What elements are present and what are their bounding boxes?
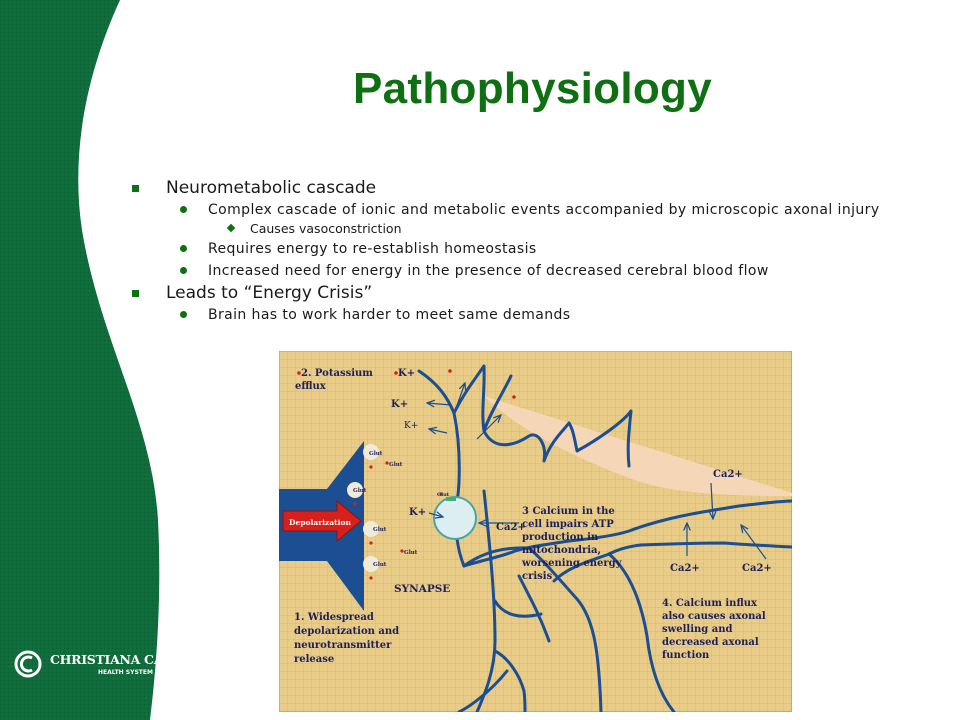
diamond-bullet-icon bbox=[226, 223, 236, 233]
step4-line: function bbox=[662, 650, 710, 661]
vesicle bbox=[347, 482, 363, 498]
round-bullet-icon bbox=[180, 245, 187, 252]
label-depolarization: Depolarization bbox=[289, 518, 351, 527]
ion-arrows bbox=[427, 383, 767, 560]
arrow-k-efflux-3 bbox=[429, 429, 448, 433]
red-dot bbox=[448, 369, 452, 373]
vesicle bbox=[363, 556, 379, 572]
bullet-text: Leads to “Energy Crisis” bbox=[166, 283, 373, 303]
red-dot bbox=[512, 395, 516, 399]
label-ca-mito: Ca2+ bbox=[496, 522, 526, 533]
step1-caption: 1. Widespread depolarization and neurotr… bbox=[294, 612, 399, 665]
bullet-energy-crisis: Leads to “Energy Crisis” bbox=[130, 283, 890, 304]
step3-line: 3 Calcium in the bbox=[522, 506, 615, 517]
label-potassium-efflux-2: efflux bbox=[295, 381, 327, 392]
step1-line: neurotransmitter bbox=[294, 640, 392, 651]
label-ca-vessel: Ca2+ bbox=[713, 469, 743, 480]
red-dot bbox=[369, 541, 373, 545]
sub-bullet-text: Requires energy to re-establish homeosta… bbox=[208, 241, 537, 257]
logo-subtitle: HEALTH SYSTEM bbox=[98, 669, 153, 676]
round-bullet-icon bbox=[180, 206, 187, 213]
red-dot bbox=[369, 576, 373, 580]
step3-line: crisis bbox=[522, 571, 553, 582]
label-glut: Glut bbox=[373, 527, 387, 533]
step4-caption: 4. Calcium influx also causes axonal swe… bbox=[662, 598, 766, 661]
glut-receptor bbox=[446, 497, 456, 501]
vesicles bbox=[347, 444, 379, 572]
sub-sub-bullet-text: Causes vasoconstriction bbox=[250, 221, 402, 236]
arrow-ca-influx-2 bbox=[741, 525, 767, 560]
step4-line: swelling and bbox=[662, 624, 732, 635]
vesicle bbox=[363, 521, 379, 537]
red-dot bbox=[297, 371, 301, 375]
label-glut: Glut bbox=[389, 462, 403, 468]
round-bullet-icon bbox=[180, 311, 187, 318]
bullet-list: Neurometabolic cascade Complex cascade o… bbox=[130, 178, 890, 323]
arrow-k-efflux-2 bbox=[427, 403, 452, 405]
label-glut: Glut bbox=[353, 488, 367, 494]
neurometabolic-cascade-diagram: 2. Potassium efflux K+ K+ K+ K+ Glut Glu… bbox=[279, 351, 792, 712]
neuron-outline bbox=[417, 364, 792, 712]
step1-line: 1. Widespread bbox=[294, 612, 374, 623]
label-k-plus: K+ bbox=[391, 399, 408, 410]
depolarization-arrow bbox=[282, 499, 362, 543]
step4-line: 4. Calcium influx bbox=[662, 598, 758, 609]
red-dot bbox=[369, 465, 373, 469]
arrow-ca-vessel bbox=[711, 482, 713, 519]
arrow-upward bbox=[476, 415, 501, 440]
sub-bullet-text: Brain has to work harder to meet same de… bbox=[208, 307, 571, 323]
vesicle bbox=[363, 444, 379, 460]
step3-caption: 3 Calcium in the cell impairs ATP produc… bbox=[521, 506, 623, 582]
red-markers bbox=[297, 369, 516, 580]
label-ca-influx-1: Ca2+ bbox=[670, 563, 700, 574]
label-glut: Glut bbox=[404, 550, 418, 556]
arrow-k-efflux-1 bbox=[454, 383, 465, 412]
red-dot bbox=[353, 502, 357, 506]
sub-bullet-text: Increased need for energy in the presenc… bbox=[208, 263, 769, 279]
bullet-text: Neurometabolic cascade bbox=[166, 178, 377, 198]
red-dot bbox=[400, 549, 404, 553]
step3-line: mitochondria, bbox=[522, 545, 601, 556]
square-bullet-icon bbox=[132, 185, 139, 192]
label-k-plus: K+ bbox=[409, 507, 426, 518]
label-potassium-efflux: 2. Potassium bbox=[301, 368, 373, 379]
blood-vessel bbox=[484, 396, 792, 496]
label-k-plus: K+ bbox=[404, 421, 418, 431]
red-dot bbox=[394, 371, 398, 375]
round-bullet-icon bbox=[180, 267, 187, 274]
sub-bullet-brain-works-harder: Brain has to work harder to meet same de… bbox=[130, 307, 890, 323]
step4-line: also causes axonal bbox=[662, 611, 766, 622]
step1-line: depolarization and bbox=[294, 626, 399, 637]
christiana-care-logo: CHRISTIANA CARE HEALTH SYSTEM bbox=[14, 650, 183, 682]
mitochondrion bbox=[433, 496, 477, 540]
step3-line: production in bbox=[522, 532, 599, 543]
label-glut: Glut bbox=[373, 562, 387, 568]
label-ca-influx-2: Ca2+ bbox=[742, 563, 772, 574]
logo-name: CHRISTIANA CARE bbox=[50, 652, 183, 667]
red-dot bbox=[385, 461, 389, 465]
step1-line: release bbox=[294, 654, 334, 665]
label-k-plus: K+ bbox=[398, 368, 415, 379]
arrow-k-to-cell bbox=[428, 513, 443, 517]
bullet-neurometabolic-cascade: Neurometabolic cascade bbox=[130, 178, 890, 199]
sub-sub-bullet-vasoconstriction: Causes vasoconstriction bbox=[130, 221, 890, 237]
step3-line: worsening energy bbox=[521, 558, 623, 569]
step3-line: cell impairs ATP bbox=[522, 519, 614, 530]
sub-bullet-complex-cascade: Complex cascade of ionic and metabolic e… bbox=[130, 202, 890, 218]
label-synapse: SYNAPSE bbox=[394, 583, 450, 595]
sub-bullet-text: Complex cascade of ionic and metabolic e… bbox=[208, 202, 880, 218]
sub-bullet-requires-energy: Requires energy to re-establish homeosta… bbox=[130, 241, 890, 257]
red-dot bbox=[439, 492, 443, 496]
step4-line: decreased axonal bbox=[662, 637, 759, 648]
slide-title: Pathophysiology bbox=[353, 64, 712, 113]
label-glut: Glut bbox=[437, 492, 450, 498]
label-glut: Glut bbox=[369, 451, 383, 457]
logo-mark-icon bbox=[14, 650, 42, 678]
square-bullet-icon bbox=[132, 290, 139, 297]
sub-bullet-increased-need: Increased need for energy in the presenc… bbox=[130, 263, 890, 279]
